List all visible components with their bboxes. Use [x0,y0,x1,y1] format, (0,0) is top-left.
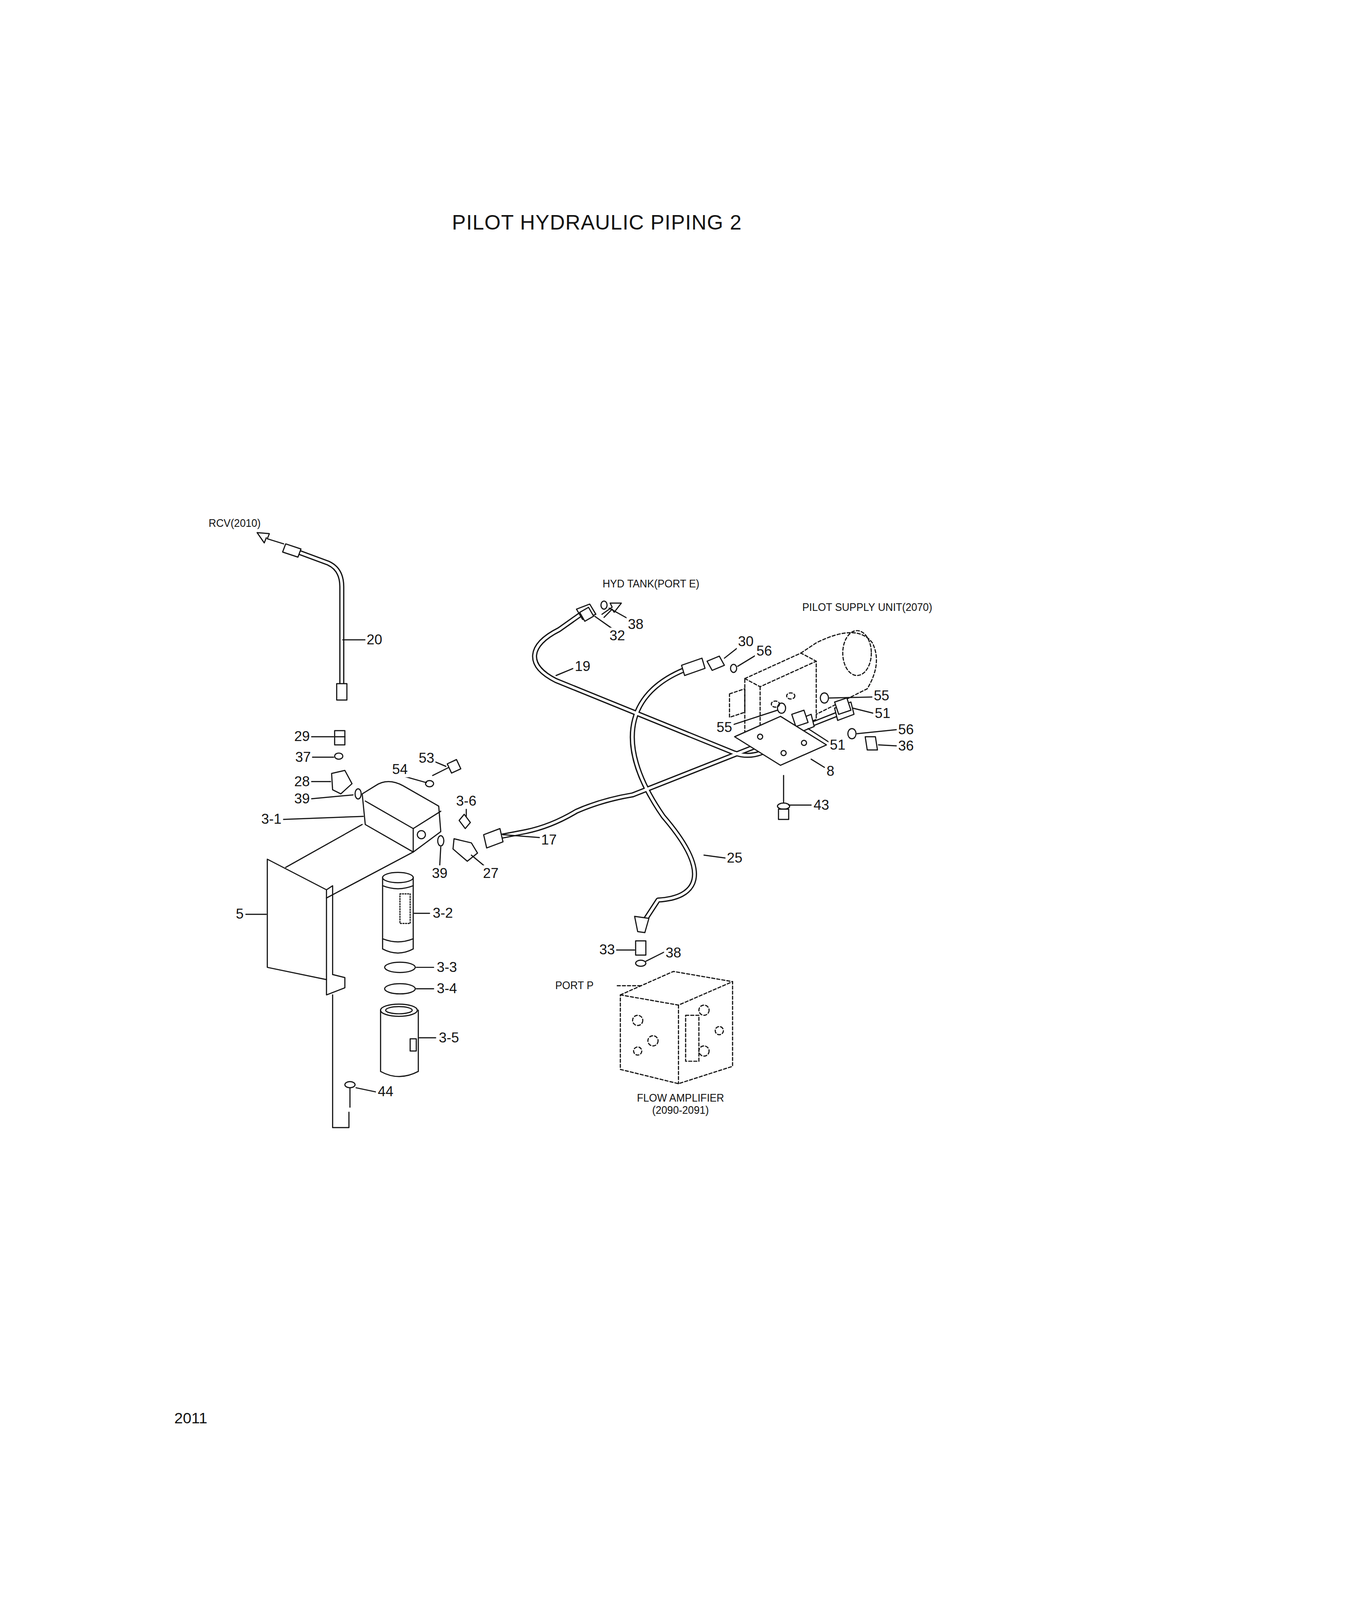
callout-number: 56 [754,642,774,660]
callout-number: 38 [664,944,683,961]
callout-number: 33 [597,941,616,959]
callout-number: 36 [896,737,915,755]
callout-number: 3-6 [454,792,478,810]
callout-number: 51 [828,736,847,754]
callout-number: 30 [736,633,755,651]
callout-number: 56 [896,721,915,738]
pilot-supply-unit [729,630,877,746]
callout-number: 55 [872,687,891,704]
part-label: RCV(2010) [207,517,263,530]
callout-number: 3-5 [437,1029,461,1046]
callout-number: 32 [608,627,627,644]
callout-number: 38 [626,616,645,633]
callout-number: 29 [292,728,311,746]
callout-number: 39 [430,865,449,882]
diagram-title: PILOT HYDRAULIC PIPING 2 [451,210,742,235]
part-label: PORT P [553,979,596,992]
part-label: HYD TANK(PORT E) [601,577,701,590]
callout-number: 39 [292,790,311,807]
callout-number: 44 [376,1083,395,1101]
callout-number: 51 [873,705,892,722]
callout-number: 8 [825,763,836,780]
part-label: FLOW AMPLIFIER (2090-2091) [620,1091,741,1116]
callout-number: 3-1 [259,811,283,828]
callout-number: 27 [481,865,500,882]
part-label: PILOT SUPPLY UNIT(2070) [801,600,934,613]
callout-number: 25 [725,849,744,867]
callout-number: 19 [573,658,592,675]
callout-number: 55 [715,719,734,736]
callout-number: 17 [539,831,558,849]
callout-number: 28 [292,773,311,790]
callout-number: 3-3 [435,959,459,976]
callout-number: 37 [293,749,312,766]
callout-number: 20 [365,631,384,648]
callout-number: 54 [390,761,409,778]
callout-number: 3-4 [435,980,459,997]
callout-number: 3-2 [431,904,455,922]
callout-number: 53 [417,749,436,767]
flow-amplifier [617,971,733,1084]
callout-number: 43 [812,796,831,814]
callout-number: 2011 [173,1409,209,1427]
callout-number: 5 [234,906,245,923]
